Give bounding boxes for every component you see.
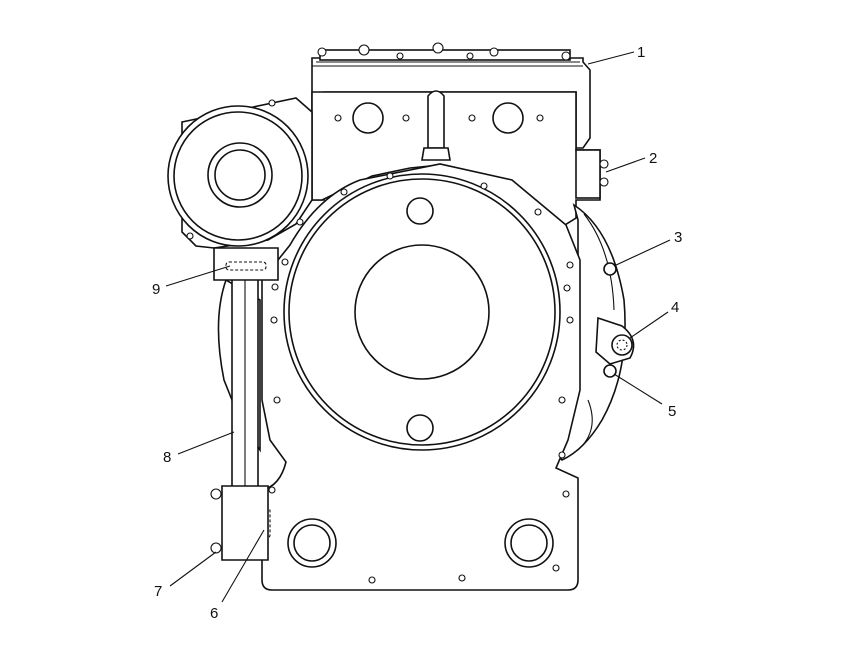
leader-lines [165, 51, 671, 603]
callout-6: 6 [210, 605, 218, 622]
leader-8 [177, 431, 235, 455]
callout-labels: 1 2 3 4 5 6 7 8 9 [152, 44, 682, 622]
flywheel-housing [261, 163, 581, 591]
leader-4 [629, 311, 669, 339]
callout-9: 9 [152, 281, 160, 298]
leader-9 [165, 265, 231, 287]
callout-8: 8 [163, 449, 171, 466]
callout-1: 1 [637, 44, 645, 61]
leader-3 [613, 239, 671, 267]
callout-2: 2 [649, 150, 657, 167]
leader-6 [221, 529, 265, 603]
pivot-lug [595, 262, 635, 378]
leader-7 [169, 551, 217, 587]
support-rod [231, 275, 259, 497]
top-cover [311, 42, 591, 201]
callout-7: 7 [154, 583, 162, 600]
leader-2 [605, 157, 646, 173]
upper-bracket [213, 247, 279, 281]
left-cylindrical-housing [167, 97, 313, 249]
leader-1 [587, 51, 635, 65]
callout-3: 3 [674, 229, 682, 246]
lower-bracket [210, 485, 269, 561]
leader-5 [613, 373, 663, 405]
callout-5: 5 [668, 403, 676, 420]
callout-4: 4 [671, 299, 679, 316]
